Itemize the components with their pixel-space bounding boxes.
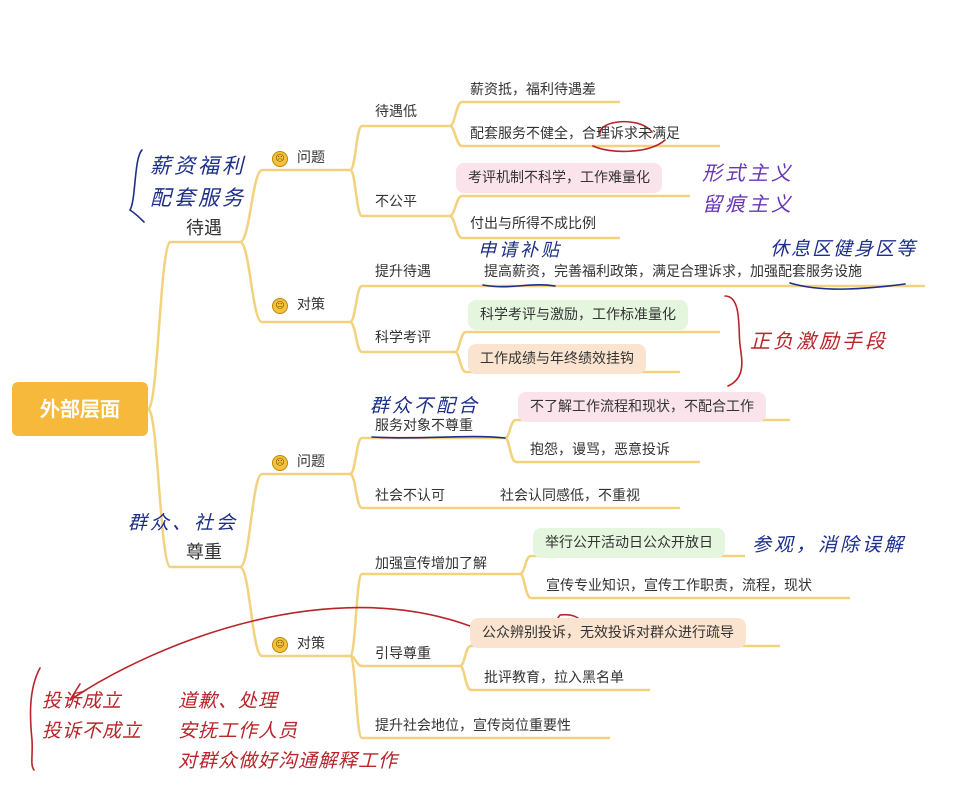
leaf-guide-1[interactable]: 公众辨别投诉，无效投诉对群众进行疏导 (470, 618, 746, 648)
leaf-low-pay-1[interactable]: 薪资抵，福利待遇差 (470, 82, 596, 98)
branch-treatment[interactable]: 待遇 (186, 218, 222, 239)
handwritten-note: 安抚工作人员 (178, 720, 299, 742)
leaf-evaluation-2[interactable]: 工作成绩与年终绩效挂钩 (468, 344, 646, 374)
leaf-unfair-2[interactable]: 付出与所得不成比例 (470, 216, 596, 232)
node-evaluation[interactable]: 科学考评 (375, 330, 431, 346)
leaf-not-recognized-1[interactable]: 社会认同感低，不重视 (500, 488, 640, 504)
node-disrespect[interactable]: 服务对象不尊重 (375, 418, 473, 434)
grin-face-icon: ☺ (272, 637, 288, 653)
handwritten-note: 形式主义 (702, 161, 794, 185)
node-treatment-problem[interactable]: 问题 (297, 150, 325, 166)
leaf-evaluation-1[interactable]: 科学考评与激励，工作标准量化 (468, 300, 688, 330)
handwritten-note: 投诉成立 (42, 690, 123, 712)
leaf-unfair-1[interactable]: 考评机制不科学，工作难量化 (456, 163, 662, 193)
handwritten-note: 正负激励手段 (750, 329, 888, 353)
node-respect-problem[interactable]: 问题 (297, 454, 325, 470)
circle-mark (599, 120, 653, 135)
grin-face-icon: ☺ (272, 298, 288, 314)
handwritten-note: 道歉、处理 (178, 690, 279, 712)
node-publicity[interactable]: 加强宣传增加了解 (375, 556, 487, 572)
leaf-raise-pay-1[interactable]: 提高薪资，完善福利政策，满足合理诉求，加强配套服务设施 (484, 264, 862, 280)
node-respect-measure[interactable]: 对策 (297, 636, 325, 652)
worried-face-icon: ☹ (272, 455, 288, 471)
leaf-publicity-1[interactable]: 举行公开活动日公众开放日 (533, 528, 725, 558)
leaf-disrespect-1[interactable]: 不了解工作流程和现状，不配合工作 (518, 392, 766, 422)
handwritten-note: 配套服务 (150, 186, 246, 210)
node-low-pay[interactable]: 待遇低 (375, 104, 417, 120)
handwritten-note: 参观，消除误解 (752, 534, 907, 556)
root-node[interactable]: 外部层面 (12, 382, 148, 436)
handwritten-note: 对群众做好沟通解释工作 (178, 750, 399, 772)
node-raise-pay[interactable]: 提升待遇 (375, 264, 431, 280)
leaf-disrespect-2[interactable]: 抱怨，谩骂，恶意投诉 (530, 442, 670, 458)
handwritten-note: 留痕主义 (702, 192, 794, 216)
handwritten-note: 群众不配合 (370, 395, 481, 417)
node-unfair[interactable]: 不公平 (375, 194, 417, 210)
leaf-publicity-2[interactable]: 宣传专业知识，宣传工作职责，流程，现状 (546, 578, 812, 594)
handwritten-note: 薪资福利 (150, 154, 246, 178)
node-guide-respect[interactable]: 引导尊重 (375, 646, 431, 662)
handwritten-note: 群众、社会 (128, 512, 239, 534)
handwritten-note: 休息区健身区等 (770, 238, 918, 260)
handwritten-note: 申请补贴 (478, 240, 562, 261)
leaf-low-pay-2[interactable]: 配套服务不健全，合理诉求未满足 (470, 126, 680, 142)
branch-respect[interactable]: 尊重 (186, 542, 222, 563)
node-raise-status[interactable]: 提升社会地位，宣传岗位重要性 (375, 718, 571, 734)
node-treatment-measure[interactable]: 对策 (297, 297, 325, 313)
leaf-guide-2[interactable]: 批评教育，拉入黑名单 (484, 670, 624, 686)
worried-face-icon: ☹ (272, 151, 288, 167)
node-not-recognized[interactable]: 社会不认可 (375, 488, 445, 504)
handwritten-note: 投诉不成立 (42, 720, 143, 742)
